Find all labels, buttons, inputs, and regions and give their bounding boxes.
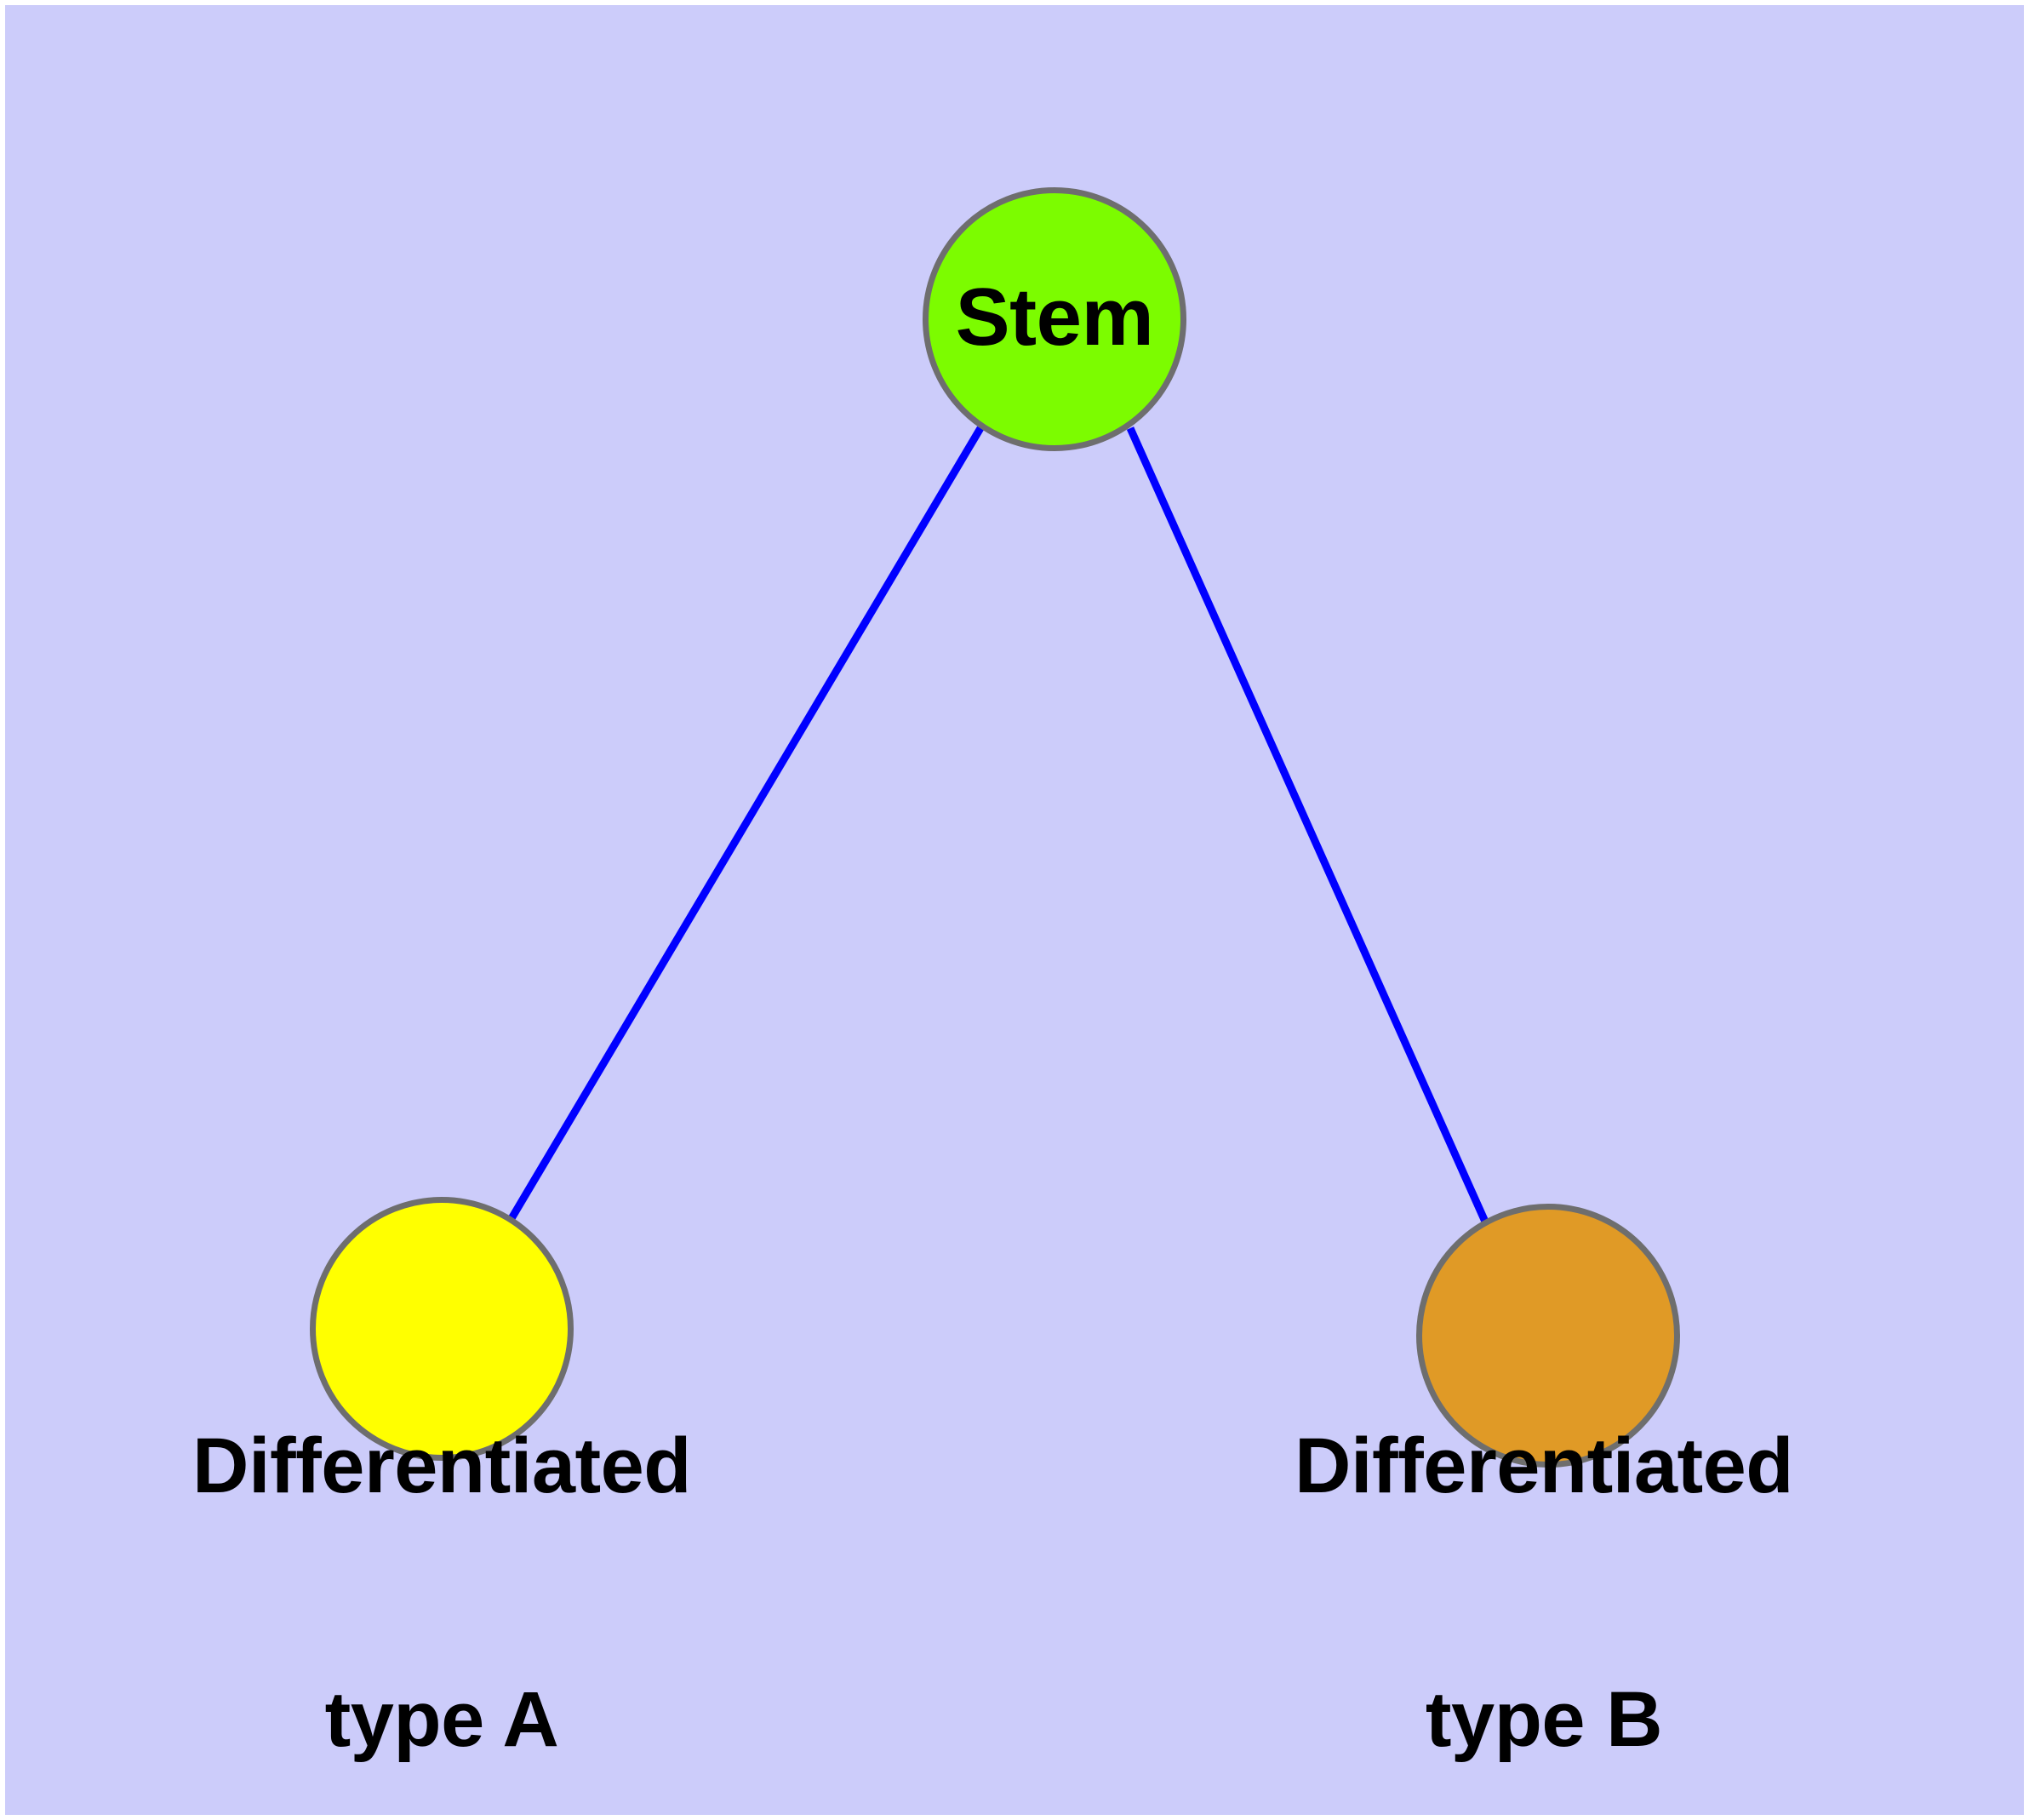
node-stem[interactable] <box>923 187 1186 451</box>
label-line-2: type B <box>1425 1675 1663 1763</box>
graph-surface: Stem Differentiated type A Differentiate… <box>5 5 2024 1815</box>
edge-stem-to-diff-a <box>507 426 984 1222</box>
label-line-2: type A <box>324 1675 559 1763</box>
node-differentiated-type-b[interactable] <box>1416 1204 1680 1468</box>
node-differentiated-type-a[interactable] <box>310 1197 574 1461</box>
edge-stem-to-diff-b <box>1126 426 1489 1223</box>
